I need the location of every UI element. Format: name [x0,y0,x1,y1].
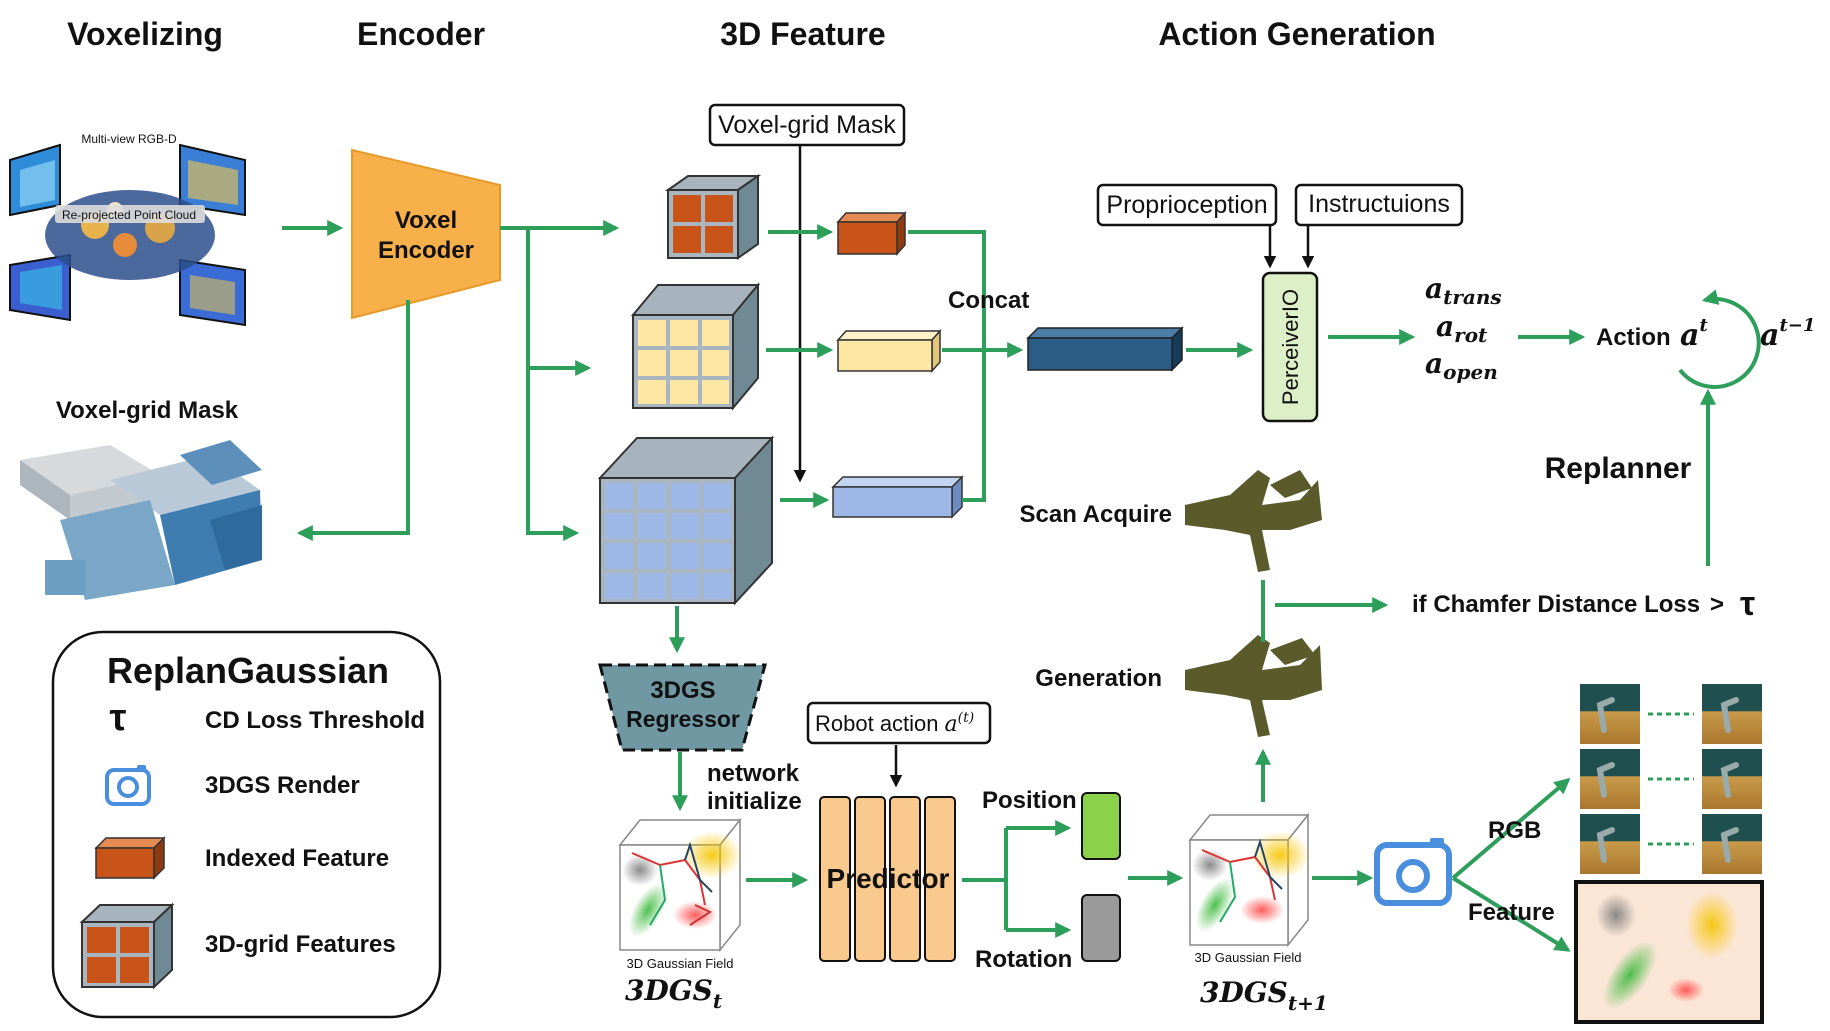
encoder-line2: Encoder [378,237,474,264]
prev-action-symbol: at−1 [1760,315,1815,353]
proprioception-label: Proprioception [1106,191,1267,219]
header-encoder: Encoder [357,16,485,52]
perceiverio-label: PerceiverIO [1278,289,1303,405]
proprioception-box [1096,183,1278,227]
action-symbol: at [1680,315,1708,353]
feature-label: Feature [1468,899,1555,926]
legend-render-desc: 3DGS Render [205,772,360,799]
voxel-mask-label: Voxel-grid Mask [56,397,239,424]
rotation-label: Rotation [975,946,1072,973]
replanner-label: Replanner [1545,452,1692,485]
predictor-label: Predictor [827,863,950,894]
chamfer-tau: τ [1740,585,1755,623]
legend-indexed-desc: Indexed Feature [205,845,389,872]
arrow-camera-to-rgb [1451,777,1571,880]
rgb-label: RGB [1488,817,1541,844]
robot-action-box [806,701,992,745]
a-open-sub: open [1443,360,1498,384]
regressor-line2: Regressor [626,706,740,732]
pointcloud-label: Re-projected Point Cloud [62,208,196,222]
gs-t1-label: 3DGSt+1 [1200,976,1328,1015]
regressor-block [598,663,767,752]
a-trans: atrans [1425,272,1502,309]
field-t1-label: 3D Gaussian Field [1195,950,1302,965]
encoder-line1: Voxel [395,207,457,234]
voxel-mask-box-label: Voxel-grid Mask [718,111,896,139]
header-action-generation: Action Generation [1158,16,1435,52]
feature-grid-small [664,174,762,260]
a-rot-sub: rot [1454,323,1488,347]
legend-tau-symbol: τ [110,697,127,739]
instructions-label: Instructuions [1308,190,1450,218]
arrow-encoder-to-grid-large [526,228,580,541]
legend-grid-feature [79,902,175,990]
a-rot: arot [1436,310,1488,347]
gaussian-field-t: 3D Gaussian Field [618,817,742,971]
network-line1: network [707,760,800,787]
network-line2: initialize [707,788,802,815]
legend-title: ReplanGaussian [107,650,389,691]
camera-icon [1374,838,1452,906]
gaussian-field-t1: 3D Gaussian Field [1188,812,1310,965]
feature-grid-medium [630,282,761,411]
feature-grid-large [597,435,775,606]
chamfer-label: if Chamfer Distance Loss [1412,591,1700,618]
a-trans-sub: trans [1443,285,1502,309]
arrow-to-mask [296,300,410,541]
generation-label: Generation [1035,665,1162,692]
legend-camera-icon [105,765,151,806]
indexed-feature-yellow [836,329,942,373]
header-voxelizing: Voxelizing [67,16,223,52]
voxel-airplane-illustration [20,440,262,600]
instructions-box [1294,183,1464,227]
chamfer-operator: > [1710,591,1724,618]
concat-connector [908,230,986,502]
generation-shape [1185,635,1322,737]
a-open: aopen [1425,347,1498,384]
legend-indexed-feature [94,836,166,880]
perceiverio-block [1261,271,1319,423]
gs-t-label: 3DGSt [625,974,723,1013]
scan-acquire-label: Scan Acquire [1020,501,1173,528]
position-label: Position [982,787,1077,814]
predictor-block [819,796,956,962]
scan-acquire-shape [1185,470,1322,572]
action-label: Action [1596,324,1671,351]
concat-label: Concat [948,287,1029,314]
legend-grid-desc: 3D-grid Features [205,931,396,958]
legend-tau-desc: CD Loss Threshold [205,707,425,734]
header-3d-feature: 3D Feature [720,16,885,52]
multiview-label: Multi-view RGB-D [81,132,177,146]
concat-feature-block [1026,326,1184,372]
feature-map [1574,880,1764,1024]
position-block [1081,792,1121,860]
indexed-feature-orange [836,211,907,256]
field-t-label: 3D Gaussian Field [627,956,734,971]
regressor-line1: 3DGS [650,677,715,704]
replan-loop-arrow [1678,289,1761,389]
arrow-camera-to-feature [1451,876,1571,952]
rgb-thumbnails [1580,684,1762,874]
voxel-encoder-block [351,148,501,320]
rotation-block [1081,894,1121,962]
multiview-rgbd-illustration: Re-projected Point Cloud Multi-view RGB-… [9,132,246,327]
voxel-mask-box [708,103,906,147]
indexed-feature-blue [831,475,964,519]
